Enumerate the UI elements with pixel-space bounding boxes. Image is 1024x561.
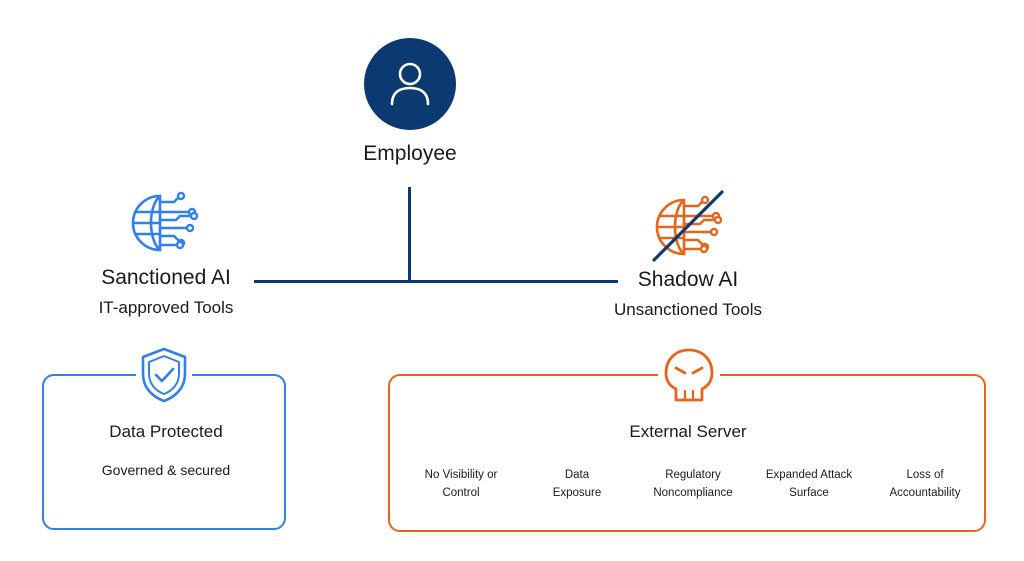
user-icon	[390, 62, 430, 106]
data-protected-title: Data Protected	[109, 422, 223, 441]
external-server-title: External Server	[629, 422, 747, 441]
risk-loss-of-accountability: Loss of Accountability	[889, 469, 961, 499]
shield-check-badge	[136, 344, 192, 406]
employee-avatar	[364, 38, 456, 130]
shield-check-icon	[141, 347, 187, 403]
risk-no-visibility: No Visibility or Control	[424, 469, 498, 499]
connector-vertical	[408, 187, 411, 282]
ai-globe-crossed-icon	[652, 190, 724, 262]
ai-globe-icon	[131, 191, 199, 252]
risk-regulatory-noncompliance: Regulatory Noncompliance	[653, 469, 733, 499]
connector-horizontal	[254, 280, 618, 283]
risk-expanded-attack-surface: Expanded Attack Surface	[765, 469, 853, 499]
risk-data-exposure: Data Exposure	[552, 469, 602, 499]
sanctioned-ai-title: Sanctioned AI	[101, 266, 231, 289]
employee-label: Employee	[363, 142, 457, 165]
shadow-ai-subtitle: Unsanctioned Tools	[613, 300, 763, 319]
skull-badge	[658, 344, 720, 406]
data-protected-subtitle: Governed & secured	[101, 462, 231, 478]
shadow-ai-title: Shadow AI	[637, 268, 739, 291]
sanctioned-ai-subtitle: IT-approved Tools	[98, 298, 234, 317]
skull-icon	[664, 348, 714, 402]
